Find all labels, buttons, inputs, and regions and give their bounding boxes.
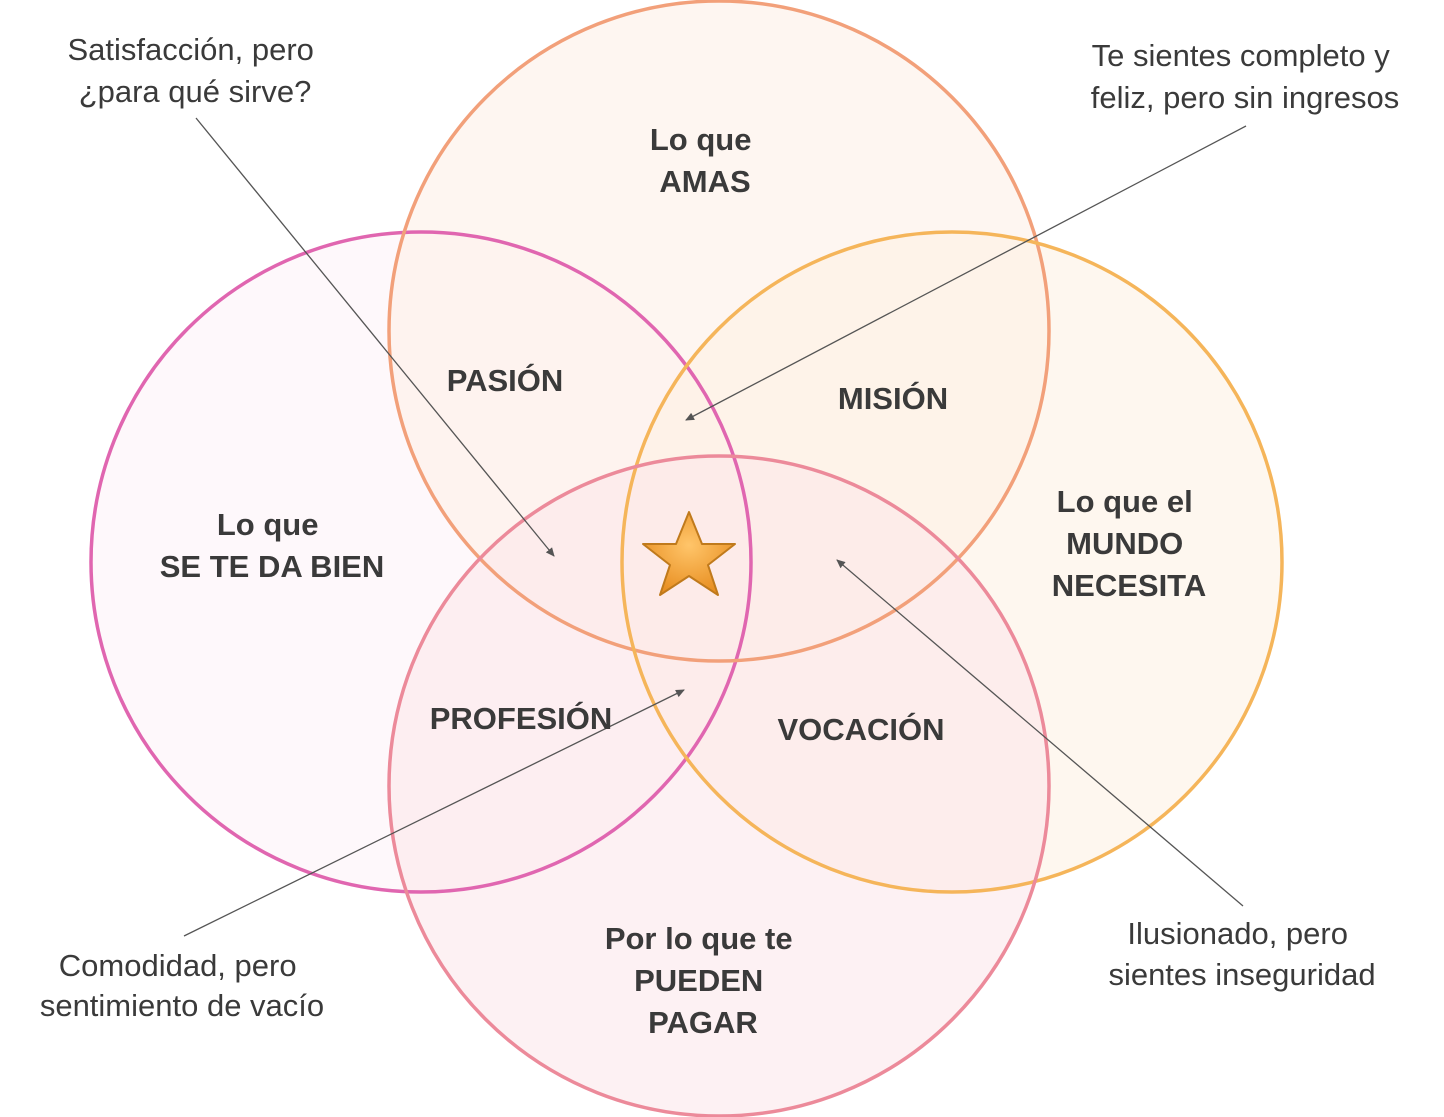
circle-right-outline [620, 230, 1284, 894]
label-right: Lo que el MUNDO NECESITA [1052, 484, 1206, 603]
label-vocacion: VOCACIÓN [777, 711, 944, 747]
label-pasion: PASIÓN [447, 362, 564, 398]
center-star [642, 511, 736, 596]
label-left: Lo que SE TE DA BIEN [160, 507, 385, 584]
annotation-lines [183, 117, 1247, 937]
circle-fills [91, 1, 1282, 1116]
circle-labels: Lo que AMAS Lo que SE TE DA BIEN Lo que … [160, 122, 1206, 1040]
circle-outlines [89, 0, 1284, 1117]
circle-bottom-outline [387, 454, 1051, 1117]
annotation-line-top-left [195, 117, 555, 557]
label-mision: MISIÓN [838, 380, 948, 416]
annotation-top-left: Satisfacción, pero ¿para qué sirve? [67, 32, 322, 109]
annotation-bottom-left: Comodidad, pero sentimiento de vacío [40, 948, 324, 1023]
star-icon [642, 511, 736, 596]
annotations: Satisfacción, pero ¿para qué sirve? Te s… [40, 32, 1399, 1023]
circle-left-outline [89, 230, 753, 894]
annotation-bottom-right: Ilusionado, pero sientes inseguridad [1108, 916, 1375, 992]
label-profesion: PROFESIÓN [430, 700, 613, 736]
annotation-line-bottom-right [836, 559, 1244, 907]
annotation-line-top-right [685, 125, 1247, 421]
circle-bottom-fill [389, 456, 1049, 1116]
annotation-top-right: Te sientes completo y feliz, pero sin in… [1091, 38, 1399, 115]
label-bottom: Por lo que te PUEDEN PAGAR [605, 921, 801, 1040]
intersection-labels: PASIÓN MISIÓN PROFESIÓN VOCACIÓN [430, 362, 948, 747]
label-top: Lo que AMAS [650, 122, 760, 199]
circle-top-outline [387, 0, 1051, 663]
annotation-line-bottom-left [183, 689, 685, 937]
